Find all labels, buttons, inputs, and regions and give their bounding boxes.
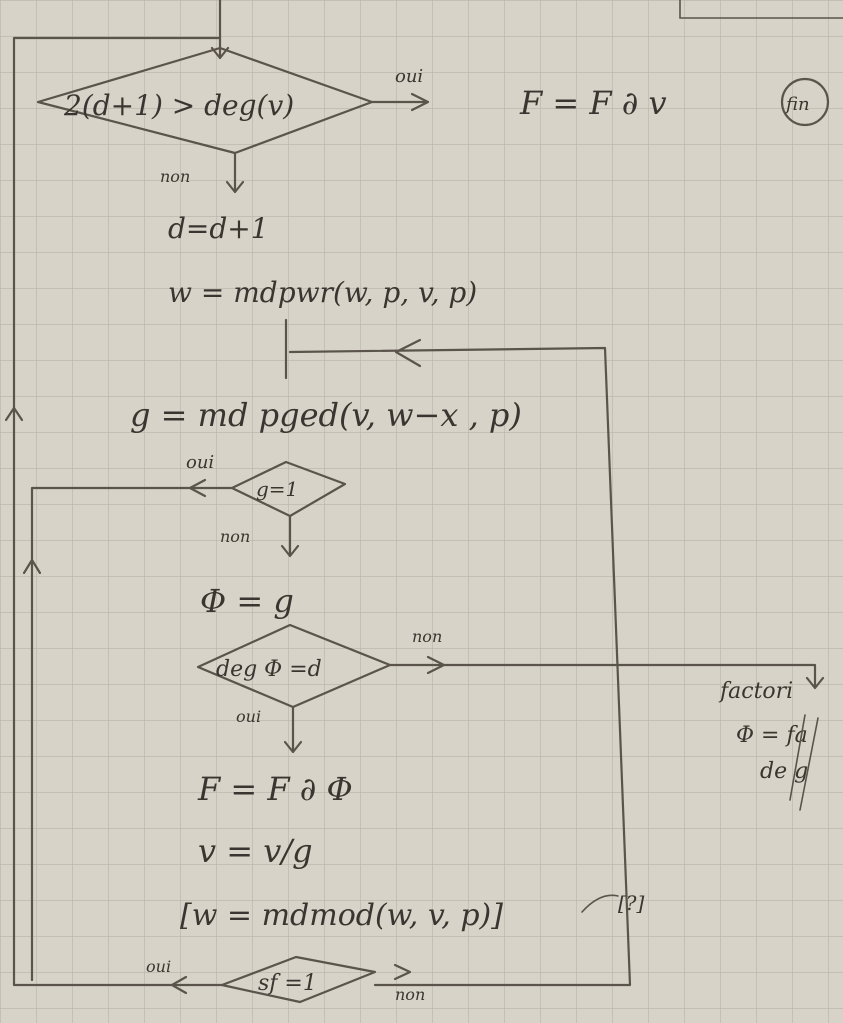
- assign-d: d=d+1: [168, 212, 269, 245]
- yes-arrow-4: [170, 975, 188, 995]
- side-note-scribble: [789, 714, 819, 811]
- decision-sf1-text: sf =1: [258, 971, 317, 996]
- loop-arrow-up-1: [4, 406, 24, 422]
- decision-deg-phi-text: deg Φ =d: [216, 657, 322, 682]
- outer-loop-line: [12, 36, 224, 987]
- no-label-1: non: [160, 167, 190, 186]
- yes-arrow-3: [283, 705, 303, 754]
- assign-g: g = md pged(v, w−x , p): [130, 396, 522, 434]
- no-arrow-4: [393, 963, 412, 981]
- end-circle: [780, 77, 830, 127]
- no-label-4: non: [395, 985, 425, 1004]
- right-loop-line: [288, 346, 632, 987]
- yes-label-4: oui: [146, 957, 171, 976]
- decision-degree-text: 2(d+1) > deg(v): [63, 89, 294, 122]
- end-assignment: F = F ∂ v: [519, 84, 667, 122]
- loop-arrow-up-2: [22, 558, 42, 575]
- no-arrow-1: [225, 151, 245, 194]
- bracket-connector: [581, 894, 619, 913]
- decision-g1-text: g=1: [256, 477, 298, 501]
- top-box-fragment: [679, 0, 843, 19]
- yes-label-3: oui: [236, 707, 261, 726]
- side-note-line-3: de g: [760, 759, 808, 784]
- no-arrow-3: [388, 655, 825, 690]
- side-note-line-2: Φ = fa: [736, 723, 808, 748]
- assign-w2: [w = mdmod(w, v, p)]: [180, 898, 503, 933]
- junction-arrow-in: [394, 338, 422, 368]
- no-arrow-2: [280, 514, 300, 558]
- assign-v: v = v/g: [198, 832, 313, 870]
- decision-g1: [230, 460, 347, 518]
- side-note-line-1: factori: [718, 679, 793, 704]
- no-label-3: non: [412, 627, 442, 646]
- bracket-note: [?]: [618, 891, 645, 915]
- no-label-2: non: [220, 527, 250, 546]
- assign-phi: Φ = g: [200, 582, 294, 620]
- assign-w: w = mdpwr(w, p, v, p): [168, 276, 477, 309]
- inner-loop-line: [30, 486, 234, 982]
- yes-arrow-2: [188, 478, 207, 498]
- decision-sf1: [220, 955, 377, 1004]
- yes-arrow-1: [370, 92, 430, 112]
- end-label: fin: [784, 94, 810, 115]
- yes-label-2: oui: [186, 452, 214, 473]
- yes-label-1: oui: [395, 66, 423, 87]
- assign-F: F = F ∂ Φ: [197, 770, 353, 808]
